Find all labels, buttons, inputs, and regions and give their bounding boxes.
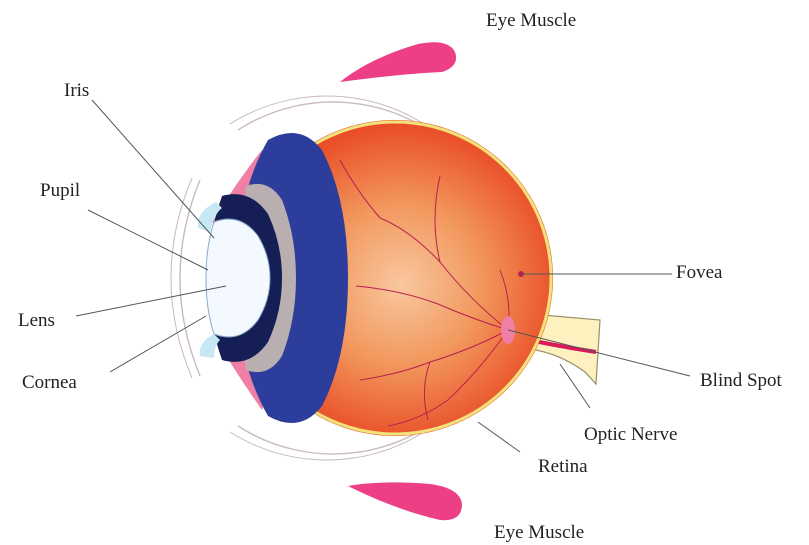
- label-lens: Lens: [18, 310, 55, 331]
- label-eye-muscle-bottom: Eye Muscle: [494, 522, 584, 543]
- cornea-shape-lower: [200, 334, 220, 358]
- label-retina: Retina: [538, 456, 588, 477]
- label-fovea: Fovea: [676, 262, 723, 283]
- label-cornea: Cornea: [22, 372, 77, 393]
- label-eye-muscle-top: Eye Muscle: [486, 10, 576, 31]
- label-blind-spot: Blind Spot: [700, 370, 783, 391]
- label-optic-nerve: Optic Nerve: [584, 424, 677, 445]
- label-pupil: Pupil: [40, 180, 80, 201]
- eye-muscle-top-shape: [340, 42, 456, 82]
- eye-muscle-bottom-shape: [348, 482, 462, 520]
- label-iris: Iris: [64, 80, 89, 101]
